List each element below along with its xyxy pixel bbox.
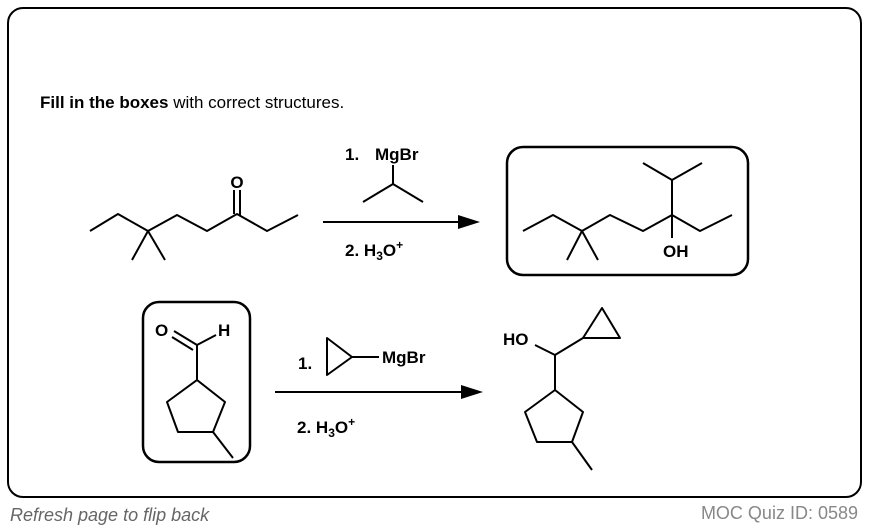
answer-box-1 [505, 145, 750, 277]
flip-back-hint: Refresh page to flip back [10, 505, 210, 525]
secondary-alcohol-structure: HO [503, 307, 621, 471]
reagent-2-cyclopropyl-grignard: 1. MgBr [298, 337, 426, 376]
answer-box-2 [141, 300, 252, 464]
product-oh-label: OH [663, 242, 689, 261]
ketone-structure: O [89, 173, 299, 261]
product-ho-label: HO [503, 330, 529, 349]
quiz-id: MOC Quiz ID: 0589 [700, 503, 858, 523]
grignard-mgbr-label-2: MgBr [382, 348, 426, 367]
instruction-bold: Fill in the boxes [40, 93, 169, 112]
reaction-arrow-2 [275, 385, 483, 399]
step2-label: 2. H3O+ [345, 238, 403, 263]
quiz-card [7, 7, 862, 498]
tertiary-alcohol-structure: OH [522, 162, 733, 261]
aldehyde-structure: O H [155, 321, 234, 459]
instruction-text: Fill in the boxes with correct structure… [40, 93, 344, 113]
step1-label: 1. [345, 145, 359, 164]
step2-label-2: 2. H3O+ [297, 415, 355, 440]
reagent-1-isopropyl-grignard: 1. MgBr [345, 145, 424, 203]
aldehyde-oxygen-label: O [155, 321, 168, 340]
instruction-rest: with correct structures. [168, 93, 345, 112]
ketone-oxygen-label: O [230, 173, 243, 192]
grignard-mgbr-label: MgBr [375, 145, 419, 164]
reaction-arrow-1 [323, 215, 480, 229]
aldehyde-hydrogen-label: H [218, 321, 230, 340]
step1-label-2: 1. [298, 354, 312, 373]
